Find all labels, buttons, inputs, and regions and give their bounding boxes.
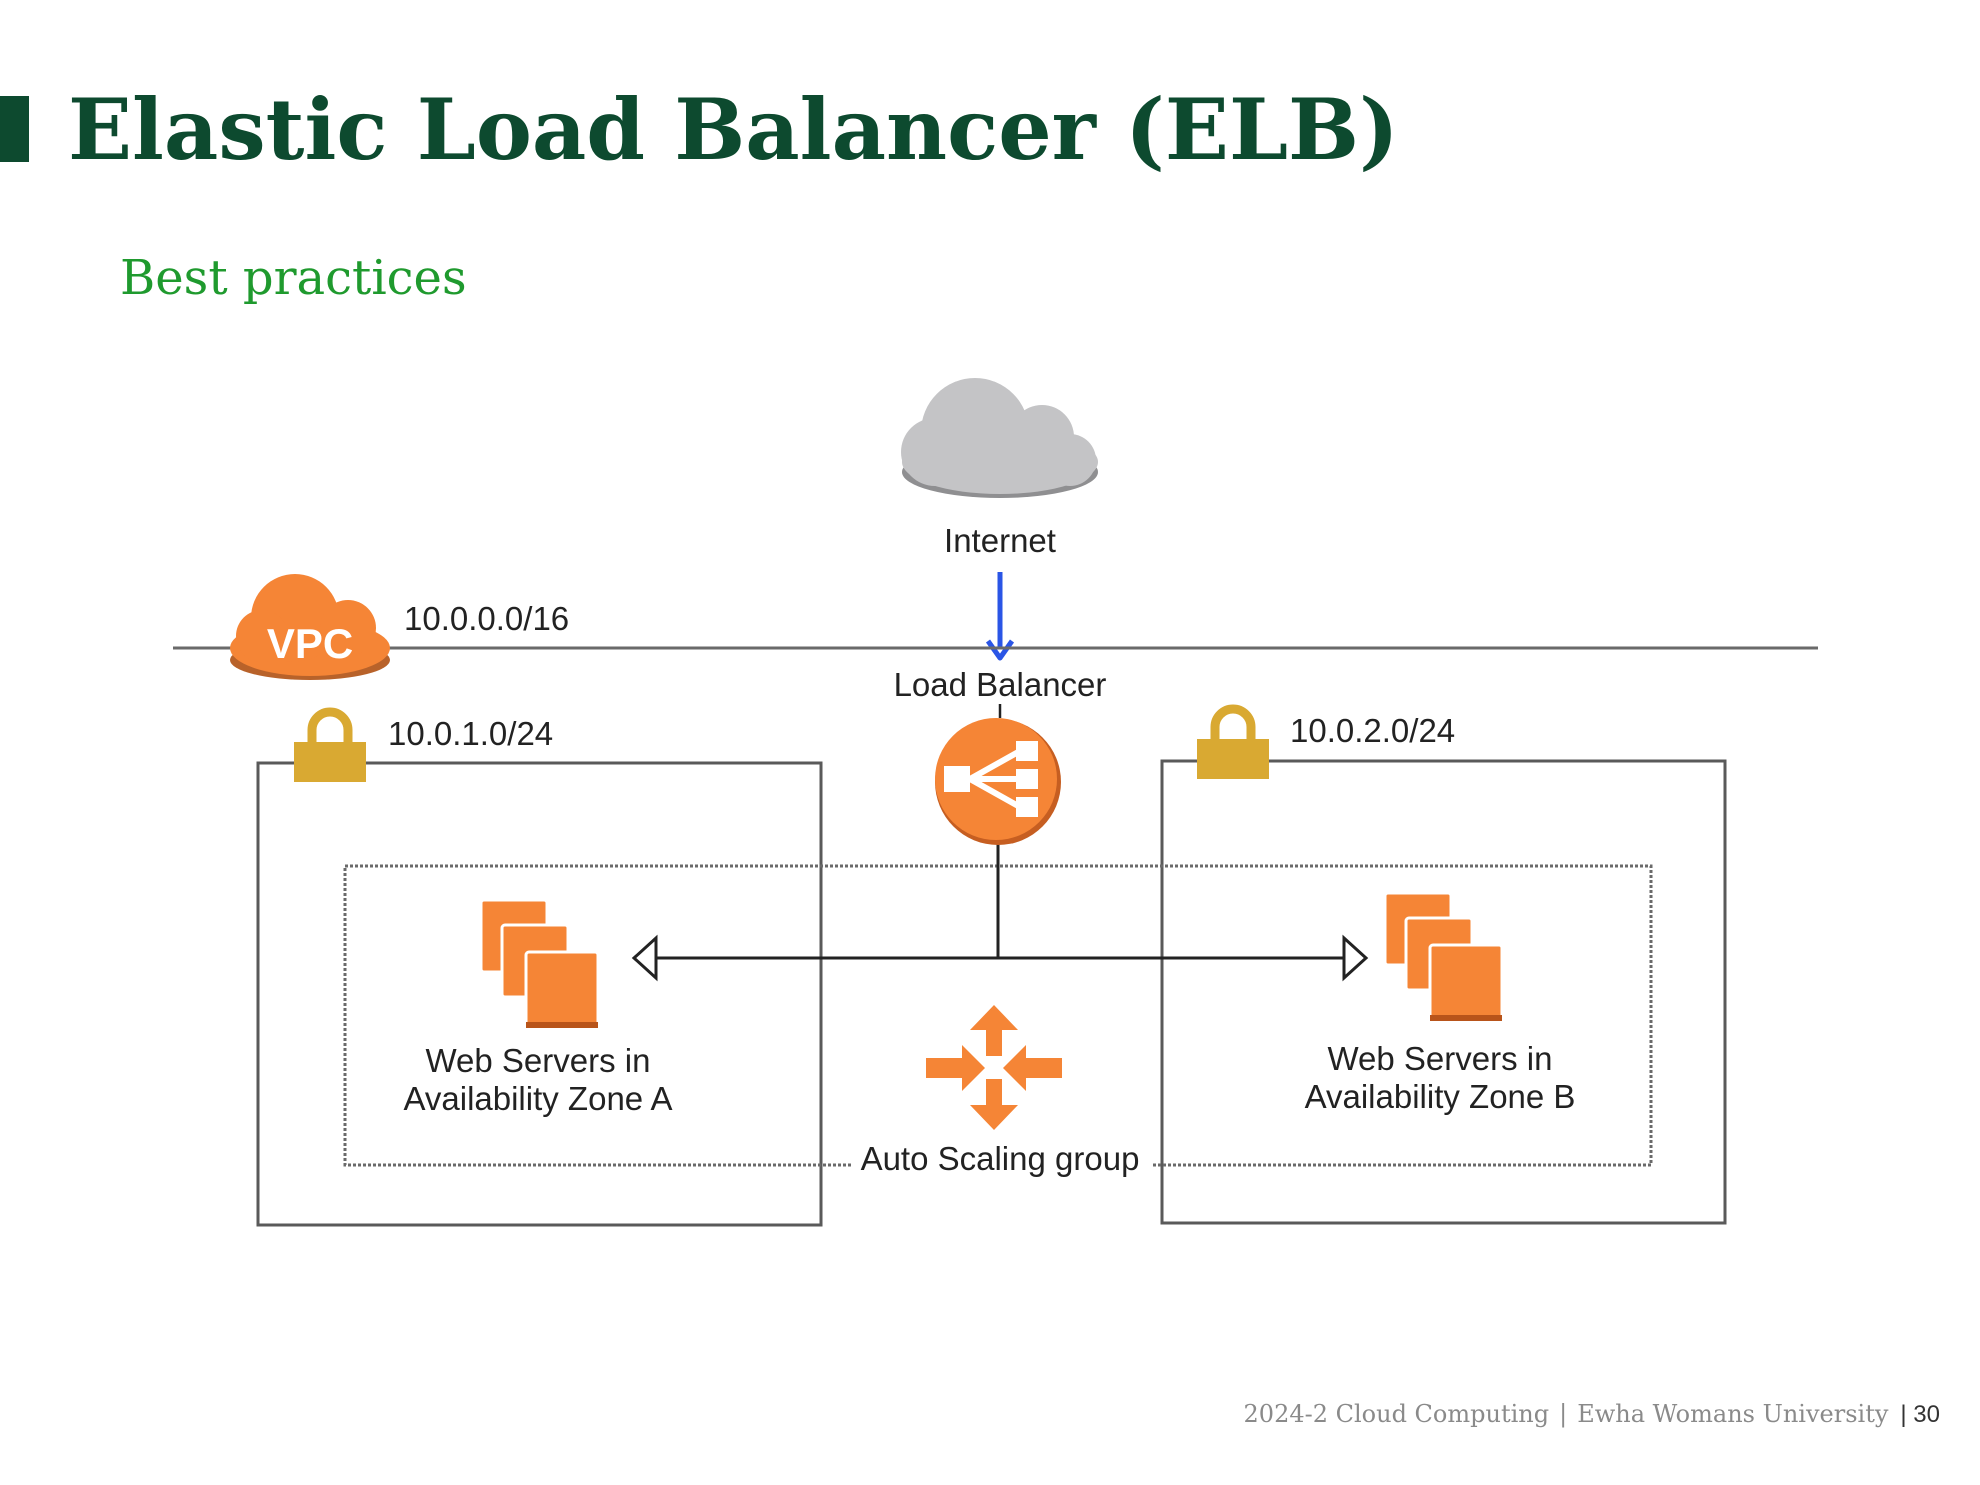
slide-title: Elastic Load Balancer (ELB) — [68, 80, 1399, 179]
title-marker — [0, 96, 29, 162]
zone-b-label-line1: Web Servers in — [1328, 1040, 1553, 1077]
subnet-a-cidr-label: 10.0.1.0/24 — [388, 715, 553, 752]
vpc-label: VPC — [267, 620, 353, 667]
footer-course: 2024-2 Cloud Computing — [1243, 1400, 1550, 1428]
subnet-a-box — [256, 761, 823, 1227]
zone-a-label-line2: Availability Zone A — [403, 1080, 672, 1117]
internet-cloud-icon — [901, 378, 1098, 498]
load-balancer-icon — [935, 718, 1061, 845]
internet-label: Internet — [944, 522, 1056, 559]
zone-a-label-line1: Web Servers in — [426, 1042, 651, 1079]
web-servers-icon-b — [1383, 891, 1504, 1023]
lock-icon — [294, 707, 366, 782]
load-balancer-label: Load Balancer — [894, 666, 1107, 703]
slide-subtitle: Best practices — [120, 250, 467, 306]
subnet-b-cidr-label: 10.0.2.0/24 — [1290, 712, 1455, 749]
slide-footer: 2024-2 Cloud Computing | Ewha Womans Unive… — [1244, 1398, 1940, 1431]
zone-b-label-line2: Availability Zone B — [1305, 1078, 1576, 1115]
footer-university: Ewha Womans University — [1577, 1400, 1889, 1428]
internet-to-lb-arrow — [985, 572, 1015, 661]
footer-separator: | — [1559, 1400, 1568, 1428]
lb-distribution-connectors — [631, 840, 1369, 982]
page-number: | 30 — [1900, 1401, 1940, 1428]
vpc-cidr-label: 10.0.0.0/16 — [404, 600, 569, 637]
lock-icon — [1197, 704, 1269, 779]
subnet-b-box — [1160, 759, 1727, 1225]
auto-scaling-icon — [926, 1005, 1062, 1130]
web-servers-icon-a — [479, 898, 600, 1030]
auto-scaling-group-label: Auto Scaling group — [861, 1140, 1140, 1177]
vpc-cloud-icon: VPC — [230, 574, 390, 680]
